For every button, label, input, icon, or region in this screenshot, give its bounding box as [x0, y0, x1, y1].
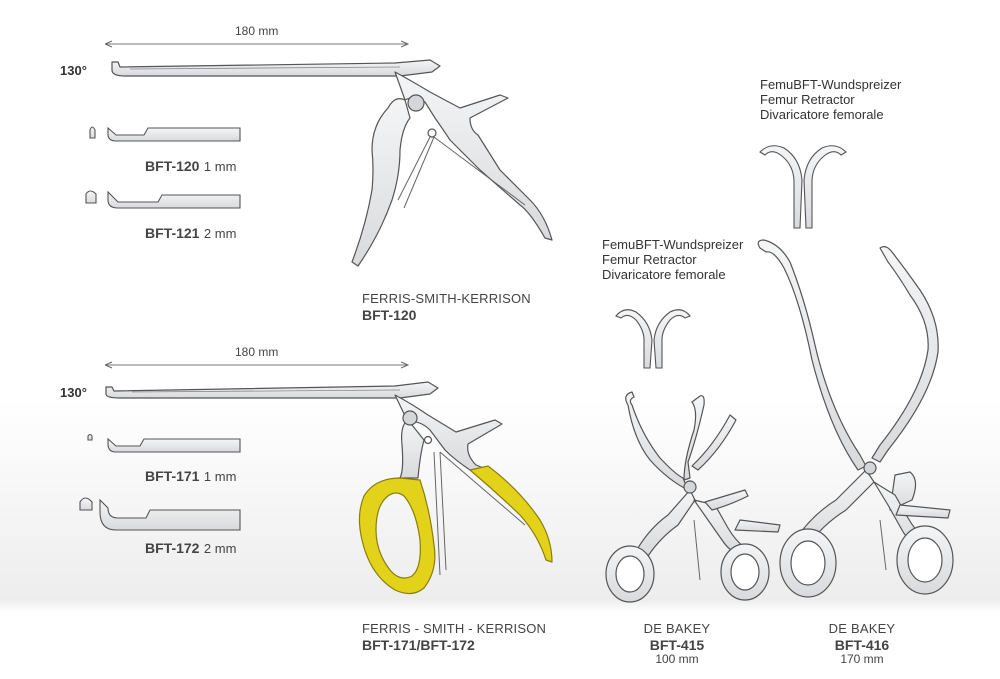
bottom-length-dimension: 180 mm: [235, 345, 279, 359]
tip-bft-171: [87, 433, 241, 453]
top-product-code: BFT-120: [362, 306, 417, 323]
bottom-product-caption: FERRIS - SMITH - KERRISON BFT-171/BFT-17…: [362, 621, 547, 653]
tip-bft-120: [89, 126, 241, 142]
small-retractor-size: 100 mm: [655, 652, 699, 667]
variant-bft-172-size: 2 mm: [203, 541, 237, 556]
large-retractor-size: 170 mm: [840, 652, 884, 667]
variant-bft-120: BFT-120 1 mm: [145, 158, 236, 176]
small-debakey-retractor: [605, 391, 781, 603]
small-retractor-tips-detail: [615, 309, 691, 369]
large-retractor-title-de: FemuBFT-Wundspreizer: [760, 77, 902, 92]
large-retractor-name: DE BAKEY: [828, 621, 896, 636]
large-retractor-caption: DE BAKEY BFT-416 170 mm: [828, 621, 896, 667]
large-retractor-code: BFT-416: [834, 636, 890, 653]
top-length-dimension: 180 mm: [235, 24, 279, 38]
variant-bft-171-code: BFT-171: [145, 468, 200, 484]
small-retractor-code: BFT-415: [649, 636, 705, 653]
small-retractor-title-de: FemuBFT-Wundspreizer: [602, 237, 744, 252]
large-retractor-tips-detail: [759, 145, 847, 229]
variant-bft-172: BFT-172 2 mm: [145, 540, 236, 558]
small-retractor-title-en: Femur Retractor: [602, 251, 697, 267]
large-debakey-retractor: [757, 239, 954, 598]
tip-bft-121: [85, 190, 241, 209]
variant-bft-171: BFT-171 1 mm: [145, 468, 236, 486]
large-retractor-title: FemuBFT-Wundspreizer Femur Retractor Div…: [760, 77, 902, 123]
tip-bft-172: [79, 497, 241, 531]
variant-bft-121-size: 2 mm: [203, 226, 237, 241]
small-retractor-caption: DE BAKEY BFT-415 100 mm: [643, 621, 711, 667]
bottom-product-code: BFT-171/BFT-172: [362, 636, 475, 653]
top-kerrison-rongeur: [111, 59, 553, 267]
variant-bft-120-size: 1 mm: [203, 159, 237, 174]
small-retractor-title-it: Divaricatore femorale: [602, 266, 726, 282]
variant-bft-120-code: BFT-120: [145, 158, 200, 174]
bottom-product-name: FERRIS - SMITH - KERRISON: [362, 621, 547, 636]
top-product-name: FERRIS-SMITH-KERRISON: [362, 291, 531, 306]
bottom-angle-label: 130°: [60, 385, 87, 400]
variant-bft-172-code: BFT-172: [145, 540, 200, 556]
variant-bft-121: BFT-121 2 mm: [145, 225, 236, 243]
top-product-caption: FERRIS-SMITH-KERRISON BFT-120: [362, 291, 531, 323]
bottom-kerrison-rongeur: [105, 381, 553, 595]
large-retractor-title-en: Femur Retractor: [760, 91, 855, 107]
small-retractor-title: FemuBFT-Wundspreizer Femur Retractor Div…: [602, 237, 744, 283]
variant-bft-121-code: BFT-121: [145, 225, 200, 241]
variant-bft-171-size: 1 mm: [203, 469, 237, 484]
top-angle-label: 130°: [60, 63, 87, 78]
large-retractor-title-it: Divaricatore femorale: [760, 106, 884, 122]
small-retractor-name: DE BAKEY: [643, 621, 711, 636]
